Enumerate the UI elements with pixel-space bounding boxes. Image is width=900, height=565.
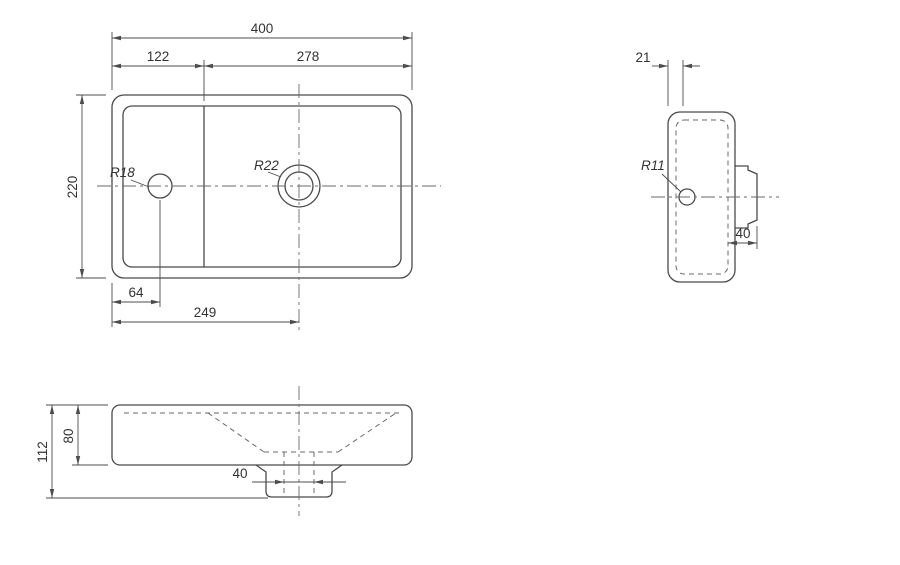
plan-inner-rim: [122, 105, 402, 268]
plan-dim-depth-label: 220: [65, 176, 80, 199]
side-hole-radius-label: R11: [641, 158, 665, 173]
side-dim-boss-depth-label: 40: [735, 226, 750, 241]
faucet-radius-leader: [130, 179, 150, 188]
plan-dim-total-width-label: 400: [251, 21, 274, 36]
front-hidden-bowl-right: [337, 412, 397, 453]
front-outer-outline: [111, 404, 413, 466]
front-dim-body-height-label: 80: [61, 428, 76, 443]
front-dim-total-height-label: 112: [35, 441, 50, 463]
side-dim-top-thickness-label: 21: [635, 50, 650, 65]
plan-dim-left-width-label: 122: [147, 49, 170, 64]
faucet-radius-label: R18: [110, 165, 135, 180]
plan-dim-faucet-offset-label: 64: [128, 285, 144, 300]
front-dim-drain-width-label: 40: [232, 466, 247, 481]
front-view: 80 112 40: [35, 386, 413, 516]
drain-radius-leader: [267, 171, 282, 178]
plan-outer-outline: [111, 94, 413, 279]
front-hidden-bowl-left: [207, 412, 265, 453]
side-view: 21 40 R11: [635, 50, 779, 283]
drain-radius-label: R22: [254, 158, 279, 173]
plan-view: 400 122 278 220 64 249 R18 R22: [65, 21, 441, 331]
plan-dim-right-width-label: 278: [297, 49, 320, 64]
plan-dim-drain-offset-label: 249: [194, 305, 217, 320]
side-hole-radius-leader: [661, 173, 682, 193]
